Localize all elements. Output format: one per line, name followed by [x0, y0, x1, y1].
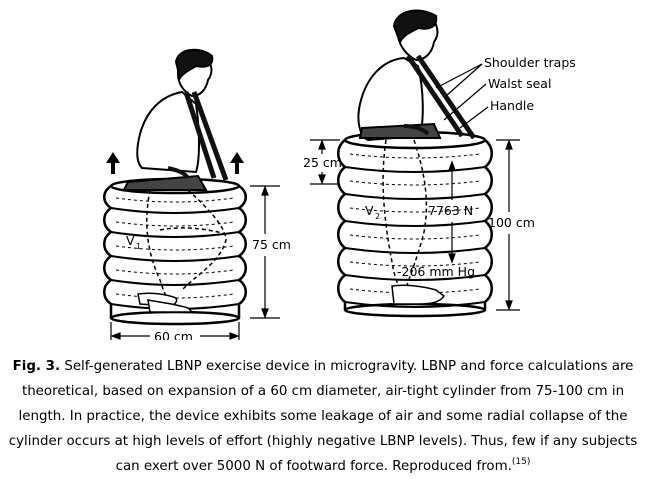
expansion-label: 25 cm — [303, 155, 342, 170]
left-cylinder — [103, 177, 247, 326]
right-expansion-dimension — [310, 139, 340, 185]
left-diameter-dimension — [110, 322, 240, 340]
right-height-dimension — [496, 139, 520, 311]
v1-label: V — [126, 233, 135, 248]
v2-label: V — [365, 203, 374, 218]
lbnp-device-illustration: V 1 75 cm 60 cm 25 cm V 2 7763 N 100 cm … — [103, 9, 576, 340]
callout-shoulder-straps: Shoulder traps — [484, 55, 576, 70]
v2-subscript: 2 — [375, 212, 380, 221]
right-person — [357, 9, 477, 305]
pressure-label: -206 mm Hg — [397, 264, 475, 279]
right-height-label: 100 cm — [488, 215, 535, 230]
caption-reference: (15) — [511, 457, 531, 467]
caption-text: Self-generated LBNP exercise device in m… — [8, 359, 638, 474]
left-height-label: 75 cm — [252, 237, 291, 252]
figure-number: Fig. 3. — [12, 359, 61, 374]
left-height-dimension — [250, 185, 280, 319]
callout-waist-seal: Walst seal — [488, 76, 551, 91]
force-arrow — [448, 160, 456, 264]
callout-handle: Handle — [490, 98, 534, 113]
diameter-label: 60 cm — [154, 329, 193, 340]
figure-caption: Fig. 3. Self-generated LBNP exercise dev… — [6, 354, 640, 479]
left-person — [122, 48, 229, 313]
callout-leaders — [435, 63, 489, 129]
left-lift-arrows — [106, 152, 244, 174]
force-label: 7763 N — [428, 203, 473, 218]
v1-subscript: 1 — [136, 242, 141, 251]
